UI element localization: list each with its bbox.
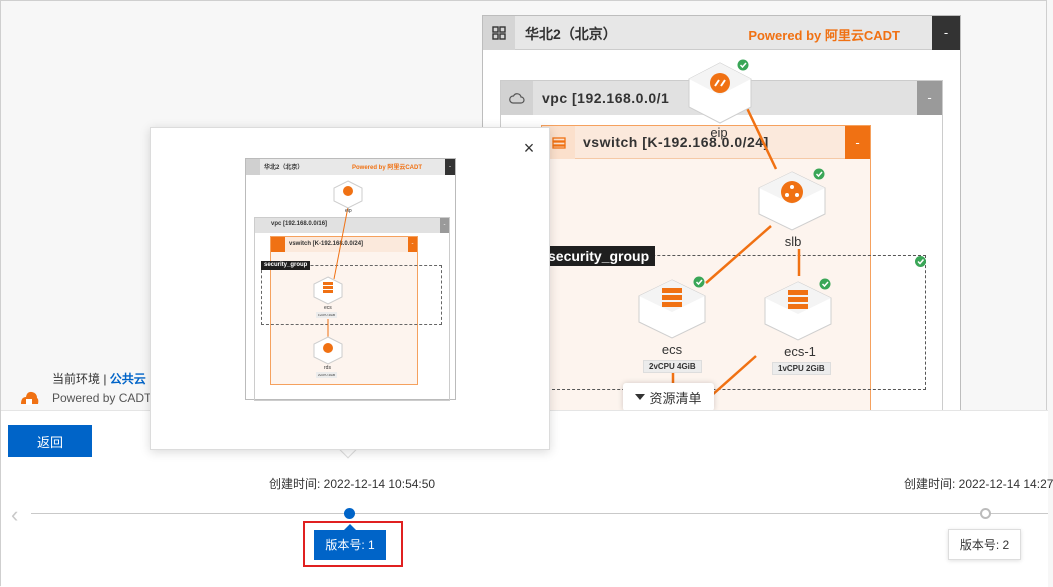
close-icon[interactable]: × — [523, 138, 535, 158]
link-eip-slb — [744, 105, 778, 170]
link-ecs1-down — [710, 355, 757, 397]
powered-by-cadt: Powered by CADT — [52, 391, 152, 405]
vswitch-title: vswitch [K-192.168.0.0/24] — [583, 134, 769, 150]
back-button[interactable]: 返回 — [8, 425, 92, 457]
security-group-tag: security_group — [542, 246, 656, 266]
region-title: 华北2（北京） — [525, 26, 617, 42]
thumb-brand: Powered by 阿里云CADT — [352, 165, 423, 171]
caret-down-icon — [635, 393, 646, 400]
status-ok-icon — [813, 168, 825, 180]
thumb-vpc: vpc [192.168.0.0/16] - — [254, 217, 450, 401]
thumb-rds-label: rds — [324, 365, 331, 371]
eip-node[interactable] — [685, 59, 755, 127]
thumb-region-header: 华北2（北京） Powered by 阿里云CADT - — [246, 159, 455, 175]
slb-label: slb — [784, 234, 802, 249]
brand-label: Powered by 阿里云CADT — [748, 28, 900, 43]
thumb-eip-label: eip — [345, 208, 352, 214]
ecs1-spec-chip: 1vCPU 2GiB — [772, 362, 831, 375]
ecs-label: ecs — [661, 342, 683, 357]
ecs1-label: ecs-1 — [784, 344, 816, 359]
link-slb-ecs — [705, 225, 772, 284]
region-header: 华北2（北京） Powered by 阿里云CADT - — [483, 16, 960, 50]
resource-list-toggle[interactable]: 资源清单 — [623, 383, 714, 411]
version-timeline — [31, 513, 1048, 514]
environment-link[interactable]: 公共云 — [109, 372, 146, 386]
chevron-left-icon[interactable]: ‹ — [11, 502, 19, 527]
cadt-logo-icon — [21, 391, 39, 405]
grid-icon — [483, 16, 515, 50]
vswitch-icon — [271, 237, 285, 252]
version-1-caret — [344, 524, 356, 530]
vswitch-collapse-button[interactable]: - — [845, 126, 870, 159]
ecs1-node[interactable] — [763, 276, 835, 344]
status-ok-icon — [737, 59, 749, 71]
vpc-collapse-button[interactable]: - — [917, 81, 942, 115]
status-ok-icon — [693, 276, 705, 288]
thumb-vswitch-header: vswitch [K-192.168.0.0/24] - — [271, 237, 417, 252]
thumb-vswitch-collapse: - — [408, 237, 417, 252]
slb-node[interactable] — [757, 166, 829, 234]
region-collapse-button[interactable]: - — [932, 16, 960, 50]
version-1-highlight — [303, 521, 403, 567]
ecs-spec-chip: 2vCPU 4GiB — [643, 360, 702, 373]
thumb-vpc-header: vpc [192.168.0.0/16] - — [255, 218, 449, 233]
version-2-button[interactable]: 版本号: 2 — [948, 529, 1021, 560]
thumb-rds-spec: 2vCPU 4GiB — [316, 372, 338, 378]
thumb-vpc-collapse: - — [440, 218, 449, 233]
thumb-collapse: - — [445, 159, 455, 175]
grid-icon — [246, 159, 260, 175]
thumb-ecs-label: ecs — [324, 305, 332, 311]
thumb-security-group — [261, 265, 442, 325]
version-1-dot[interactable] — [344, 508, 355, 519]
thumb-vpc-title: vpc [192.168.0.0/16] — [271, 221, 328, 227]
thumb-vswitch: vswitch [K-192.168.0.0/24] - — [270, 236, 418, 385]
thumb-security-group-tag: security_group — [261, 261, 311, 270]
environment-label: 当前环境 | — [52, 372, 110, 386]
eip-label: eip — [710, 125, 728, 140]
topology-thumbnail: 华北2（北京） Powered by 阿里云CADT - vpc [192.16… — [245, 158, 456, 401]
version-1-button[interactable]: 版本号: 1 — [314, 530, 386, 560]
resource-list-label: 资源清单 — [649, 390, 702, 406]
status-ok-icon — [915, 256, 926, 267]
thumb-links — [313, 180, 363, 365]
version-2-created-time: 创建时间: 2022-12-14 14:27 — [904, 477, 1053, 491]
status-ok-icon — [819, 278, 831, 290]
version-2-dot[interactable] — [980, 508, 991, 519]
environment-info: 当前环境 | 公共云 — [52, 370, 146, 387]
version-1-created-time: 创建时间: 2022-12-14 10:54:50 — [269, 477, 436, 491]
cloud-icon — [501, 81, 533, 115]
thumb-region-title: 华北2（北京） — [264, 165, 304, 171]
thumb-vswitch-title: vswitch [K-192.168.0.0/24] — [289, 241, 364, 247]
thumb-ecs-spec: 1vCPU 4GiB — [316, 312, 338, 318]
vpc-title: vpc [192.168.0.0/1 — [542, 90, 670, 106]
ecs-node[interactable] — [637, 274, 709, 342]
